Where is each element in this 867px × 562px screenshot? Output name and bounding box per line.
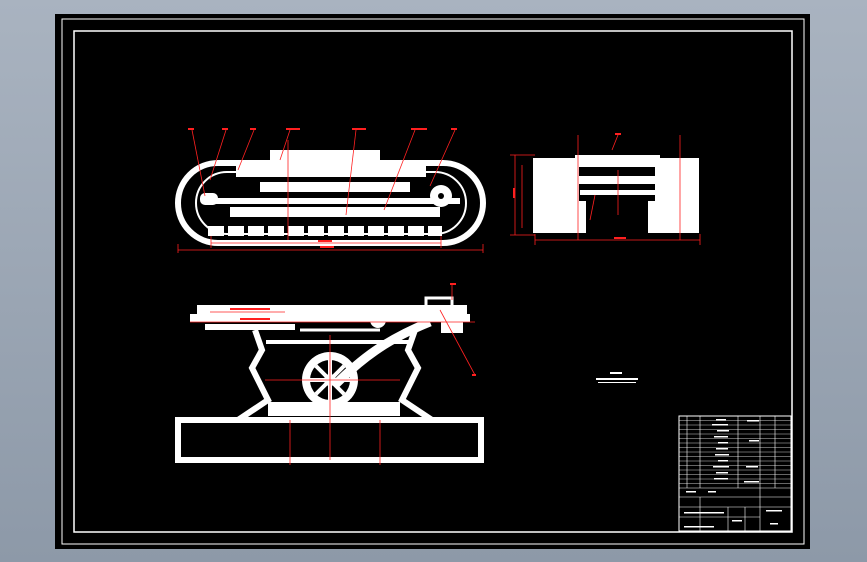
title-block-rows: [679, 420, 791, 484]
title-block-text-marks: [684, 419, 782, 528]
track-front-view: [510, 133, 701, 245]
title-block: [678, 415, 792, 532]
technical-notes: [596, 372, 638, 383]
mechanism-view: [175, 283, 484, 465]
inner-frame: [73, 30, 793, 533]
outer-frame: [61, 18, 805, 545]
track-side-view: [175, 128, 486, 253]
